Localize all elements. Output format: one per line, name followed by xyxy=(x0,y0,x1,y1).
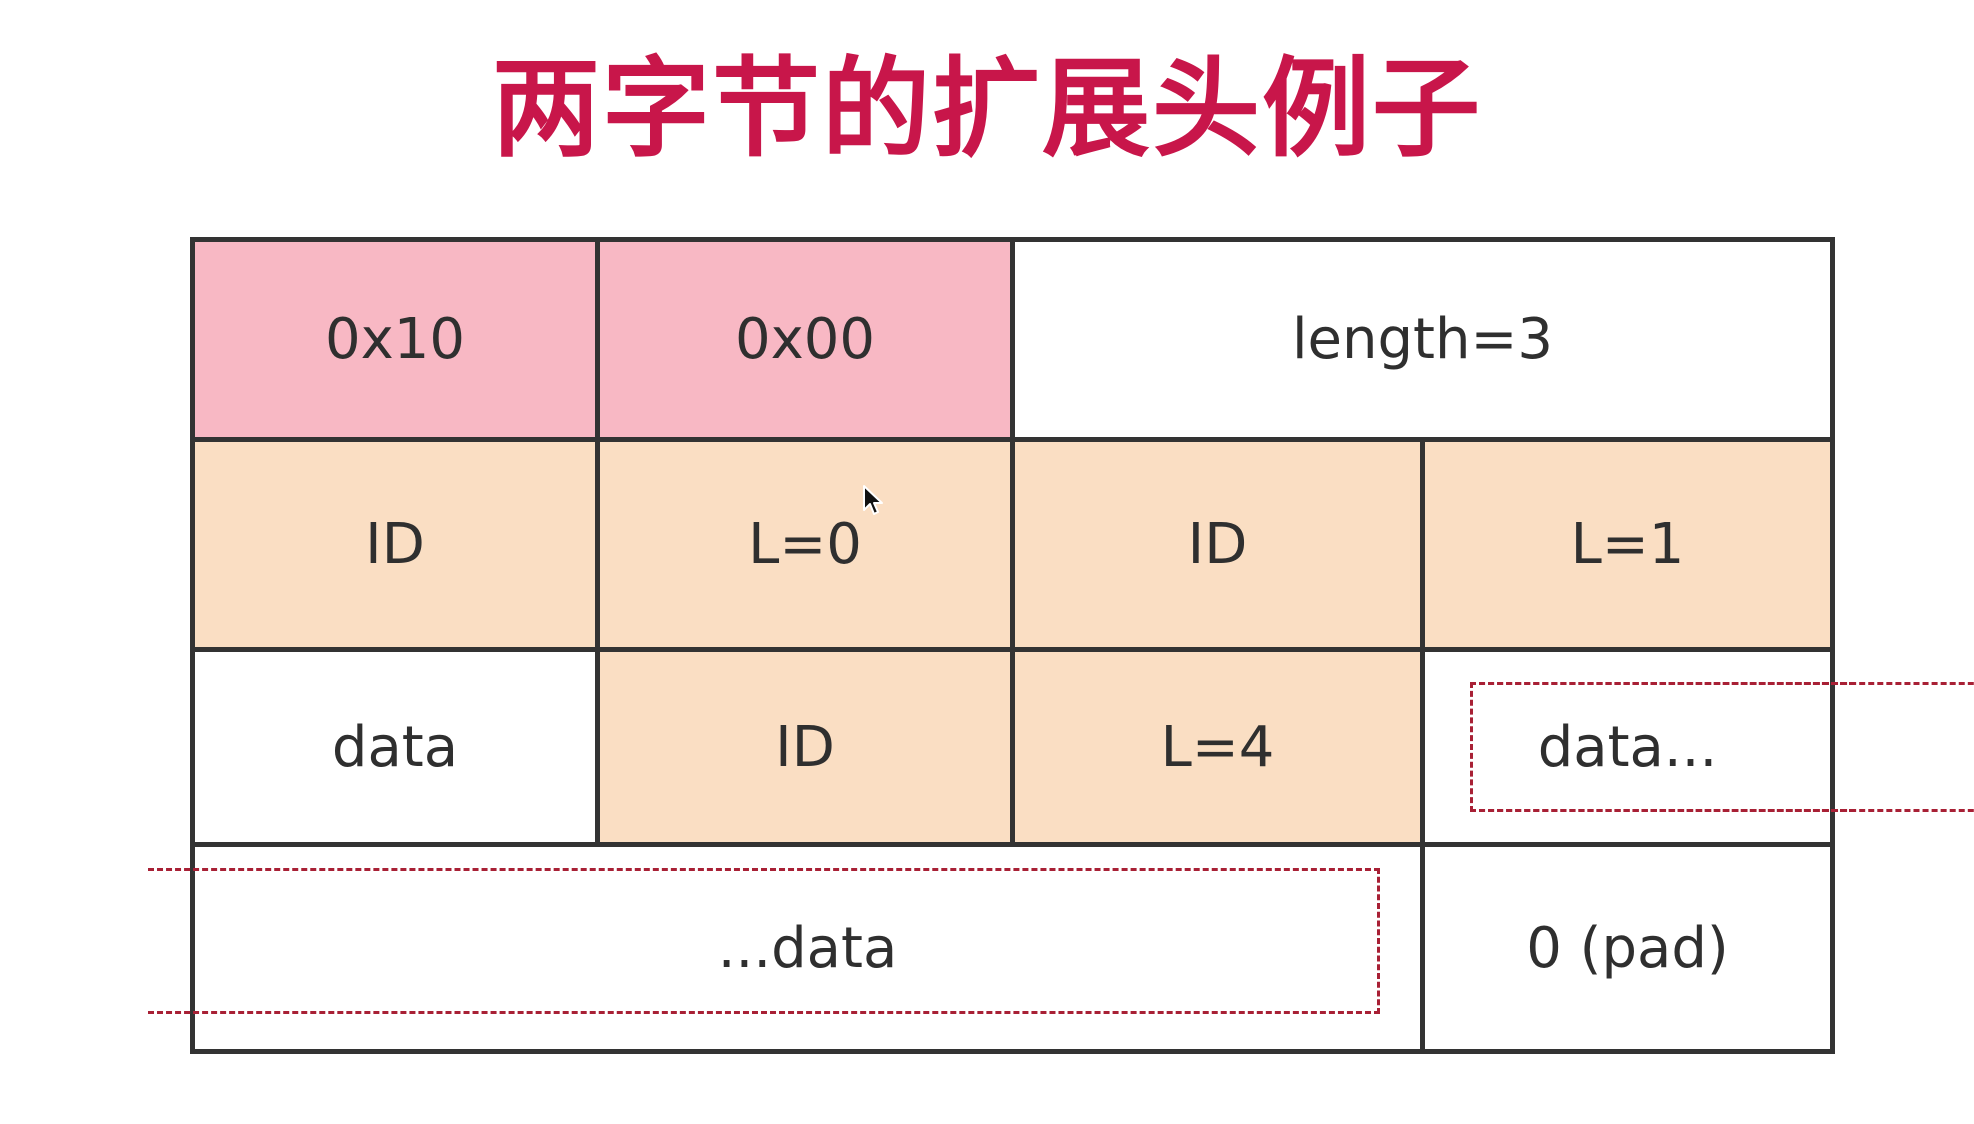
cell-element1-id: ID xyxy=(190,437,600,652)
cell-padding: 0 (pad) xyxy=(1420,842,1835,1054)
cell-profile-byte-1: 0x10 xyxy=(190,237,600,442)
cell-element3-data-end: ...data xyxy=(190,842,1425,1054)
mouse-pointer-icon xyxy=(863,485,883,515)
cell-element2-data: data xyxy=(190,647,600,847)
cell-profile-byte-2: 0x00 xyxy=(595,237,1015,442)
cell-element3-data-start: data... xyxy=(1420,647,1835,847)
cell-element2-length: L=1 xyxy=(1420,437,1835,652)
cell-element1-length: L=0 xyxy=(595,437,1015,652)
cell-length: length=3 xyxy=(1010,237,1835,442)
cell-element3-length: L=4 xyxy=(1010,647,1425,847)
diagram-title: 两字节的扩展头例子 xyxy=(491,47,1482,172)
cell-element2-id: ID xyxy=(1010,437,1425,652)
cell-element3-id: ID xyxy=(595,647,1015,847)
